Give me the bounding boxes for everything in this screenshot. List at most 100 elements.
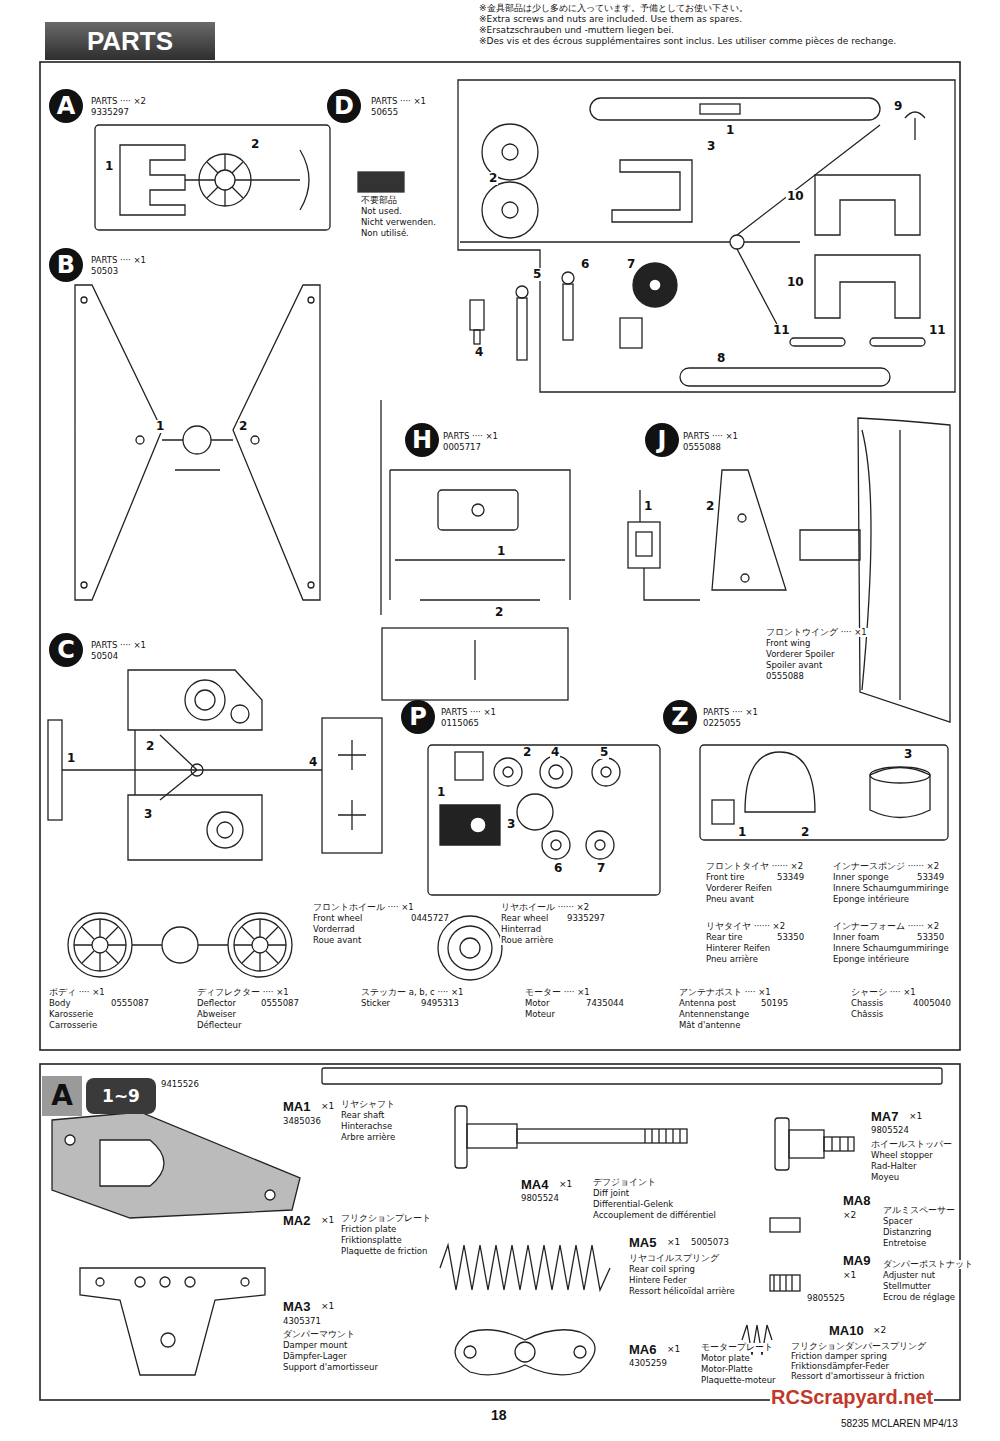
part-info: Plaquette-moteur [700,1376,777,1385]
part-info: PARTS ···· ×2 [90,97,147,106]
part-info: Friction damper spring [790,1352,888,1361]
part-info: Distanzring [882,1228,932,1237]
sprue-z [700,745,948,840]
part-info: フリクションダンパースプリング [790,1342,927,1351]
part-info: ×1 [558,1180,573,1190]
part-info: 4305259 [628,1359,668,1368]
part-info: 0555088 [682,443,722,452]
sprue-b [75,285,320,600]
node-text: 1~9 [102,1088,140,1105]
callout-number: 5 [599,746,609,759]
part-info: Eponge intérieure [832,955,910,964]
panel-frame [40,1064,960,1400]
part-info: Moyeu [870,1173,900,1182]
part-info: ×2 [872,1326,887,1336]
title-band: PARTS [45,22,215,60]
part-info: Ressort hélicoïdal arrière [628,1287,736,1296]
part-info: Hinterachse [340,1122,393,1131]
callout-number: 2 [238,420,248,433]
part-info: ×1 [320,1102,335,1112]
part-info: Roue arrière [500,936,554,945]
part-info: リヤタイヤ ······ ×2 [705,922,786,931]
page-number: 18 [490,1408,508,1423]
part-info: Vorderer Spoiler [765,650,836,659]
part-info: Body [48,999,71,1008]
part-code: MA3 [282,1300,311,1314]
part-info: ×1 [320,1216,335,1226]
part-info: 9805524 [870,1126,910,1135]
callout-number: 1 [643,500,653,513]
part-info: 9335297 [566,914,606,923]
letter-circle: H [405,423,439,457]
part-info: 53349 [776,873,805,882]
not-used-swatch [358,172,404,192]
part-info: Deflector [196,999,237,1008]
part-info: 9805524 [520,1194,560,1203]
part-info: Rear tire [705,933,743,942]
part-info: Hintere Feder [628,1276,688,1285]
part-info: 0225055 [702,719,742,728]
note-text: ※Ersatzschrauben und -muttern liegen bei… [478,26,675,36]
part-info: Vorderer Reifen [705,884,773,893]
part-info: Eponge intérieure [832,895,910,904]
panel-frame [40,62,960,1050]
node-text: Z [671,705,688,729]
part-info: ×1 [666,1345,681,1355]
part-info: Friktionsdämpfer-Feder [790,1362,890,1371]
callout-number: 1 [737,826,747,839]
part-info: PARTS ···· ×1 [440,708,497,717]
part-info: Inner foam [832,933,880,942]
part-info: リヤホイール ······ ×2 [500,903,590,912]
section-box: A [42,1076,82,1116]
callout-number: 10 [786,276,805,289]
part-info: Dämpfer-Lager [282,1352,348,1361]
note-text: ※Extra screws and nuts are included. Use… [478,15,743,25]
part-info: PARTS ···· ×1 [442,432,499,441]
part-info: PARTS ···· ×1 [682,432,739,441]
part-code: MA8 [842,1194,871,1208]
part-info: 50655 [370,108,399,117]
part-info: Arbre arrière [340,1133,396,1142]
part-info: Ressort d'amortisseur à friction [790,1372,925,1381]
part-info: PARTS ···· ×1 [90,641,147,650]
part-info: 50504 [90,652,119,661]
callout-number: 4 [308,756,318,769]
part-info: 53350 [916,933,945,942]
node-text: PARTS [87,28,173,54]
callout-number: 2 [800,826,810,839]
part-info: シャーシ ···· ×1 [850,988,917,997]
note-text: ※金具部品は少し多めに入っています。予備としてお使い下さい。 [478,4,749,14]
part-info: Chassis [850,999,884,1008]
part-code: MA2 [282,1214,311,1228]
part-info: Inner sponge [832,873,890,882]
part-info: Rear shaft [340,1111,385,1120]
callout-number: 1 [66,752,76,765]
part-info: ダンパーポストナット [882,1260,974,1269]
part-info: Front wing [765,639,811,648]
part-info: Damper mount [282,1341,348,1350]
callout-number: 2 [705,500,715,513]
callout-number: 2 [494,606,504,619]
part-info: 0445727 [410,914,450,923]
part-info: Innere Schaumgummiringe [832,884,950,893]
part-info: Diff joint [592,1189,630,1198]
part-info: Motor-Platte [700,1365,754,1374]
callout-number: 3 [903,748,913,761]
letter-circle: C [49,633,83,667]
letter-circle: Z [663,700,697,734]
part-info: Karosserie [48,1010,94,1019]
part-info: Friktionsplatte [340,1236,403,1245]
part-info: PARTS ···· ×1 [370,97,427,106]
part-info: フリクションプレート [340,1214,432,1223]
part-info: Adjuster nut [882,1271,936,1280]
part-info: Roue avant [312,936,362,945]
callout-number: 3 [143,808,153,821]
sprue-a [95,125,330,230]
part-info: フロントウイング ···· ×1 [765,628,868,637]
sprue-c [48,670,382,860]
node-text: J [658,428,667,452]
letter-circle: J [645,423,679,457]
part-info: Rear wheel [500,914,549,923]
part-info: 0115065 [440,719,480,728]
part-info: 5005073 [690,1238,730,1247]
